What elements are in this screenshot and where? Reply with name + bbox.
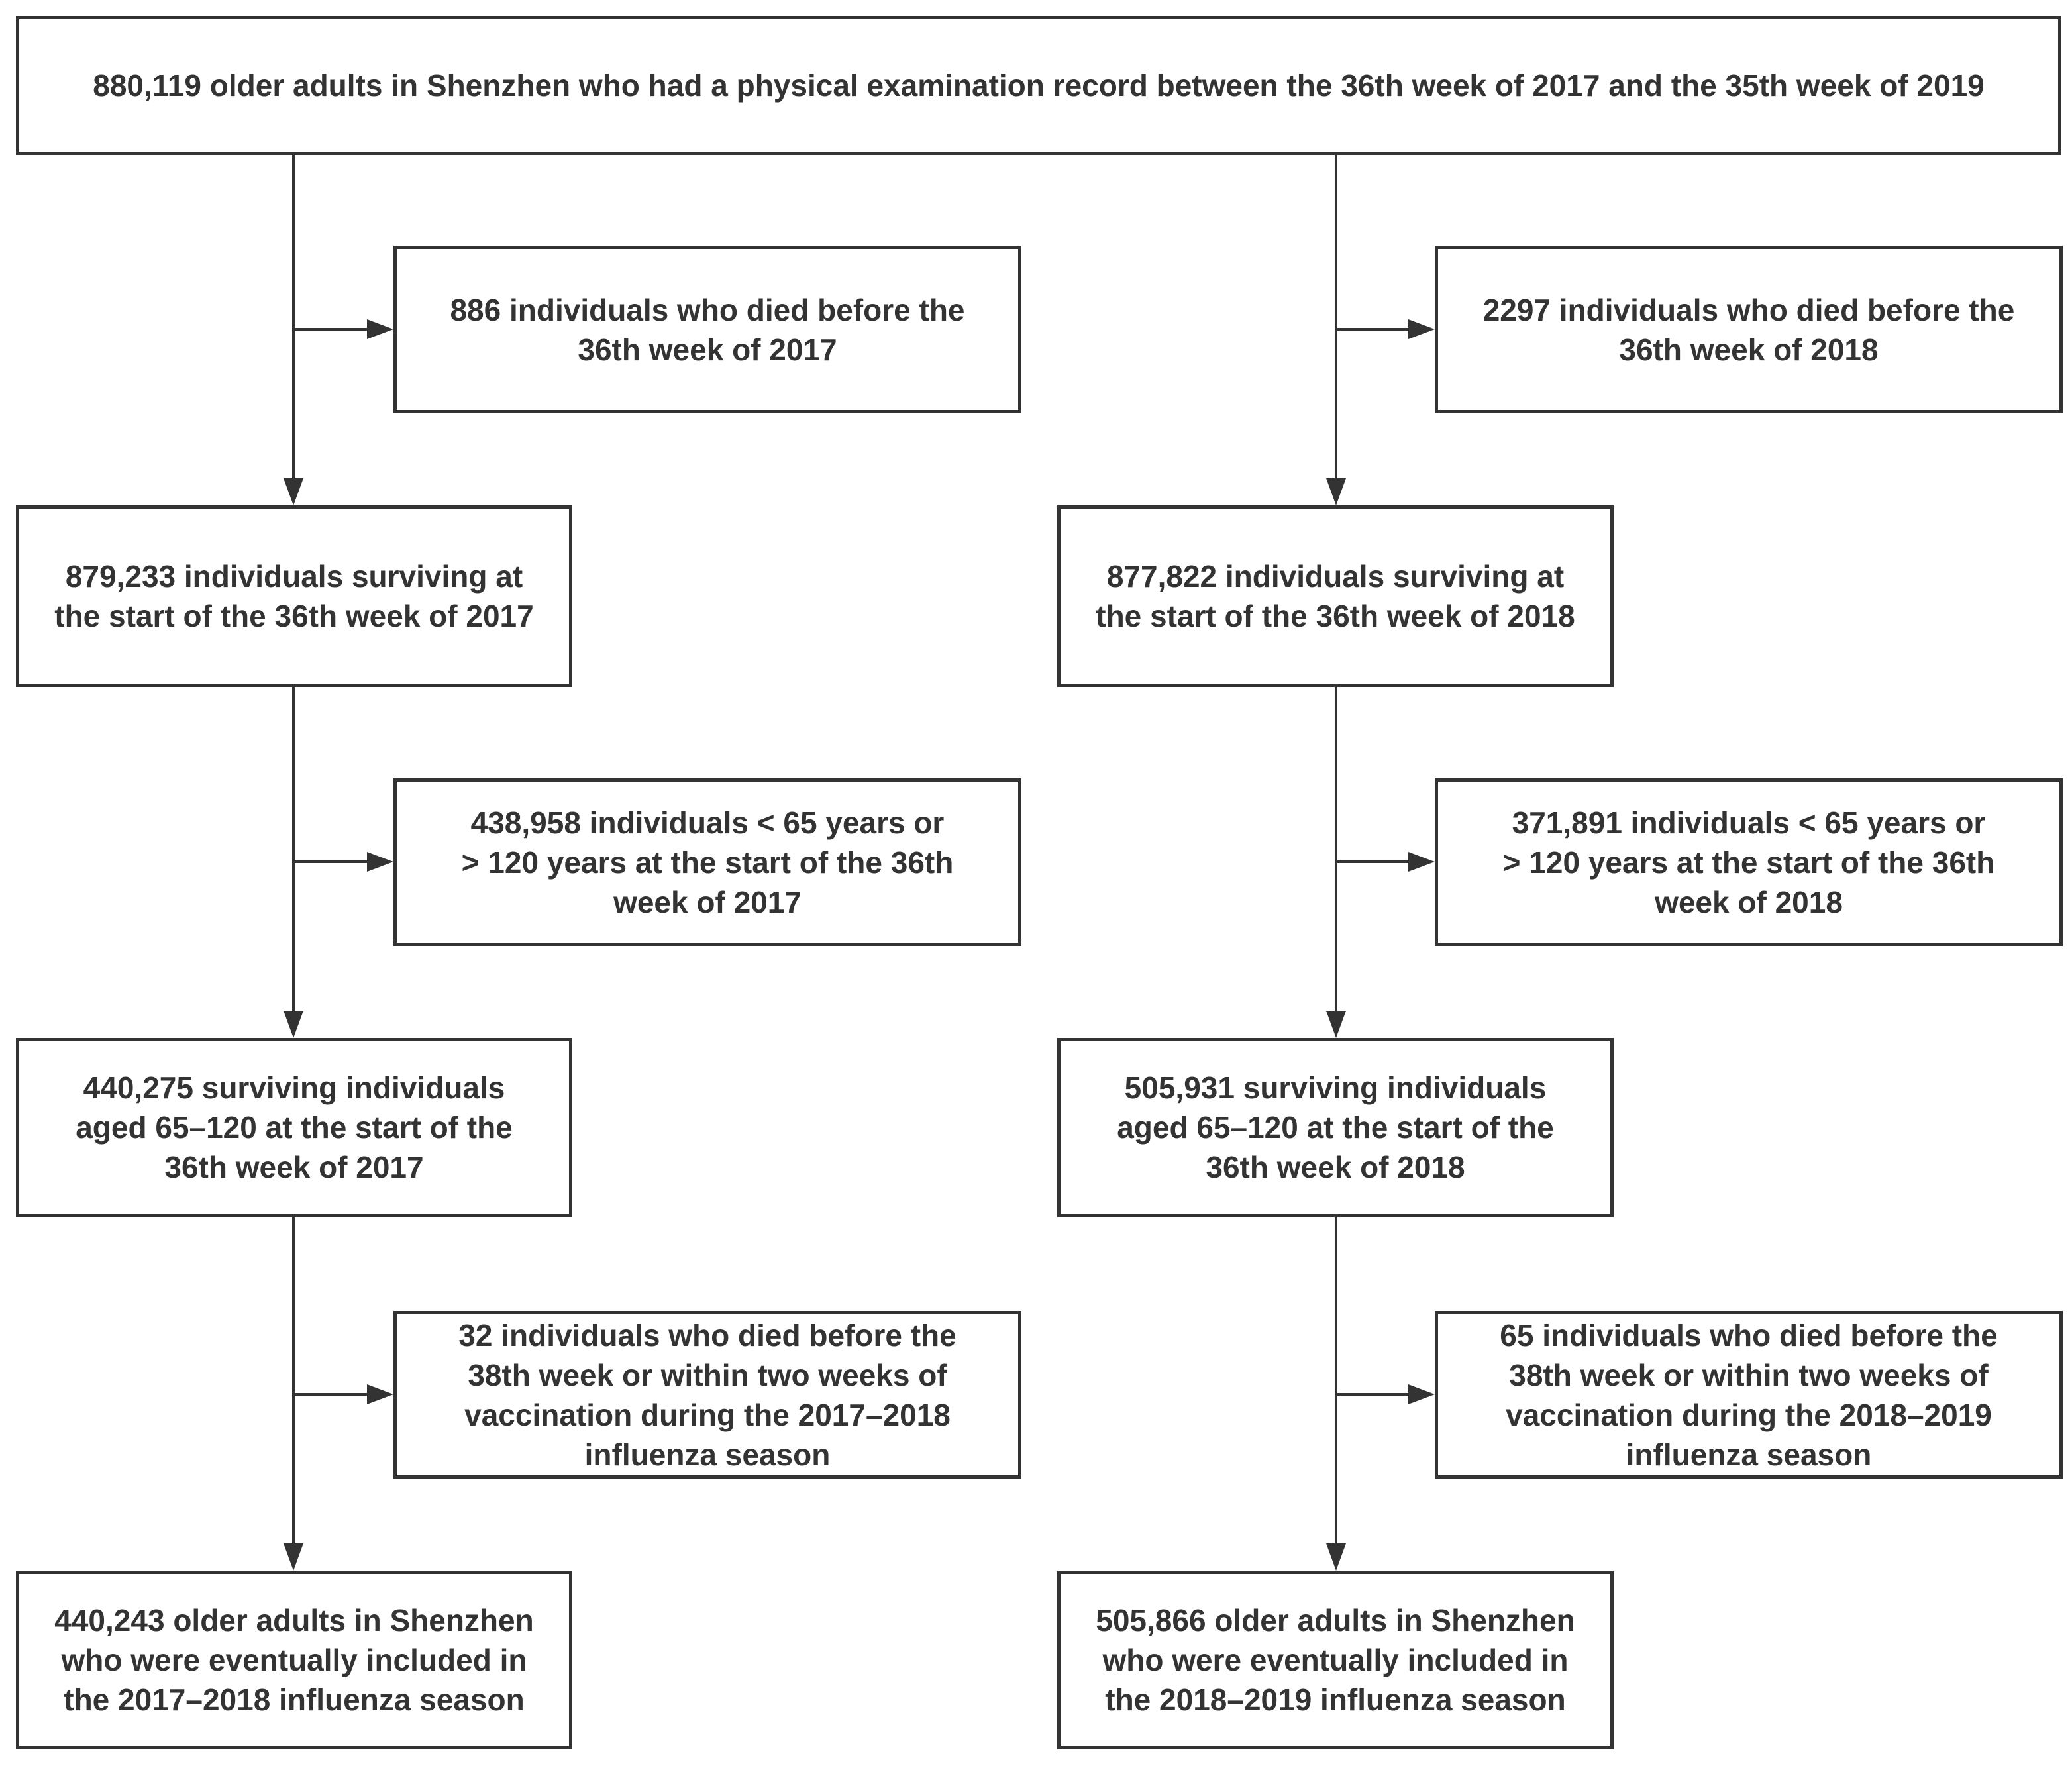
left-exclusion-2-text: 438,958 individuals < 65 years or > 120 …	[461, 805, 954, 919]
arrowhead-right-down-3	[1326, 1543, 1346, 1571]
right-surviving-1-text: 877,822 individuals surviving at the sta…	[1096, 559, 1575, 633]
arrowhead-left-right-3	[367, 1384, 393, 1404]
top-box-total-population: 880,119 older adults in Shenzhen who had…	[16, 16, 2061, 155]
right-surviving-box-2018: 877,822 individuals surviving at the sta…	[1057, 505, 1614, 687]
arrowhead-right-right-1	[1408, 319, 1435, 339]
arrowhead-left-down-1	[284, 478, 303, 505]
left-aged-box-2017: 440,275 surviving individuals aged 65–12…	[16, 1038, 572, 1217]
right-exclusion-box-vaccination-2018: 65 individuals who died before the 38th …	[1435, 1311, 2063, 1479]
arrowhead-right-right-2	[1408, 852, 1435, 872]
left-exclusion-box-age-2017: 438,958 individuals < 65 years or > 120 …	[393, 778, 1021, 946]
left-exclusion-3-text: 32 individuals who died before the 38th …	[458, 1318, 957, 1472]
arrowhead-right-down-1	[1326, 478, 1346, 505]
arrowhead-right-right-3	[1408, 1384, 1435, 1404]
left-final-included-box: 440,243 older adults in Shenzhen who wer…	[16, 1571, 572, 1749]
arrowhead-left-down-3	[284, 1543, 303, 1571]
left-exclusion-box-vaccination-2017: 32 individuals who died before the 38th …	[393, 1311, 1021, 1479]
right-final-text: 505,866 older adults in Shenzhen who wer…	[1096, 1603, 1575, 1717]
top-box-text: 880,119 older adults in Shenzhen who had…	[93, 68, 1985, 103]
left-final-text: 440,243 older adults in Shenzhen who wer…	[54, 1603, 534, 1717]
left-exclusion-box-died-2017: 886 individuals who died before the 36th…	[393, 246, 1021, 413]
left-surviving-2-text: 440,275 surviving individuals aged 65–12…	[76, 1070, 513, 1184]
right-final-included-box: 505,866 older adults in Shenzhen who wer…	[1057, 1571, 1614, 1749]
right-exclusion-box-age-2018: 371,891 individuals < 65 years or > 120 …	[1435, 778, 2063, 946]
arrowhead-right-down-2	[1326, 1011, 1346, 1038]
right-exclusion-box-died-2018: 2297 individuals who died before the 36t…	[1435, 246, 2063, 413]
arrowhead-left-right-2	[367, 852, 393, 872]
right-aged-box-2018: 505,931 surviving individuals aged 65–12…	[1057, 1038, 1614, 1217]
right-exclusion-3-text: 65 individuals who died before the 38th …	[1500, 1318, 1998, 1472]
arrowhead-left-down-2	[284, 1011, 303, 1038]
left-surviving-box-2017: 879,233 individuals surviving at the sta…	[16, 505, 572, 687]
right-surviving-2-text: 505,931 surviving individuals aged 65–12…	[1117, 1070, 1554, 1184]
right-exclusion-1-text: 2297 individuals who died before the 36t…	[1482, 292, 2015, 367]
arrowhead-left-right-1	[367, 319, 393, 339]
right-exclusion-2-text: 371,891 individuals < 65 years or > 120 …	[1502, 805, 1995, 919]
left-surviving-1-text: 879,233 individuals surviving at the sta…	[54, 559, 534, 633]
left-exclusion-1-text: 886 individuals who died before the 36th…	[450, 292, 965, 367]
